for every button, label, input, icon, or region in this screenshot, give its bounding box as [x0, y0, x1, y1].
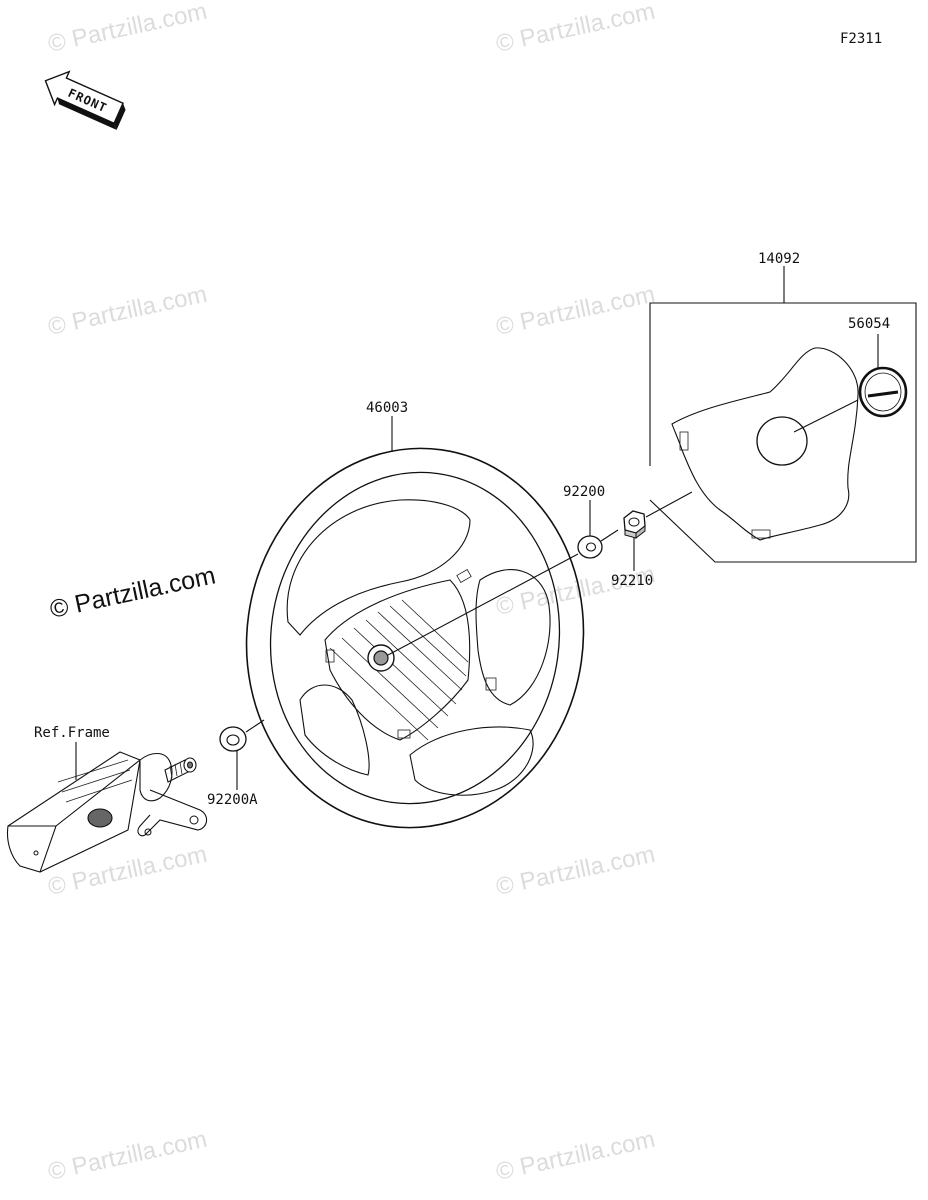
part-label-92210: 92210 — [611, 573, 653, 589]
ref-frame-label: Ref.Frame — [34, 725, 110, 741]
watermarks: © Partzilla.com © Partzilla.com © Partzi… — [46, 0, 658, 1186]
part-label-92200A: 92200A — [207, 792, 258, 808]
center-line-mid-a — [600, 529, 619, 542]
center-line-upper — [645, 491, 693, 518]
watermark: © Partzilla.com — [494, 841, 658, 901]
part-label-92200: 92200 — [563, 484, 605, 500]
watermark: © Partzilla.com — [494, 1126, 658, 1186]
watermark: © Partzilla.com — [46, 0, 210, 58]
steering-pad-cover — [671, 347, 859, 541]
center-line-lower — [245, 719, 265, 733]
watermark-prominent: © Partzilla.com — [47, 561, 218, 623]
nut — [623, 510, 646, 540]
part-label-46003: 46003 — [366, 400, 408, 416]
emblem — [858, 366, 908, 418]
steering-column-frame — [6, 751, 208, 873]
washer-a — [219, 726, 247, 752]
front-arrow-icon: FRONT — [44, 70, 126, 130]
leader-emblem-to-pad — [793, 399, 859, 433]
watermark: © Partzilla.com — [494, 0, 658, 58]
figure-code: F2311 — [840, 31, 882, 47]
steering-wheel — [245, 447, 585, 829]
part-label-14092: 14092 — [758, 251, 800, 267]
part-label-56054: 56054 — [848, 316, 890, 332]
watermark: © Partzilla.com — [46, 1126, 210, 1186]
center-line-mid-b — [387, 553, 579, 656]
watermark: © Partzilla.com — [46, 281, 210, 341]
watermark: © Partzilla.com — [494, 281, 658, 341]
watermark: © Partzilla.com — [46, 841, 210, 901]
washer — [577, 535, 603, 559]
pad-assembly-bracket — [649, 266, 917, 563]
